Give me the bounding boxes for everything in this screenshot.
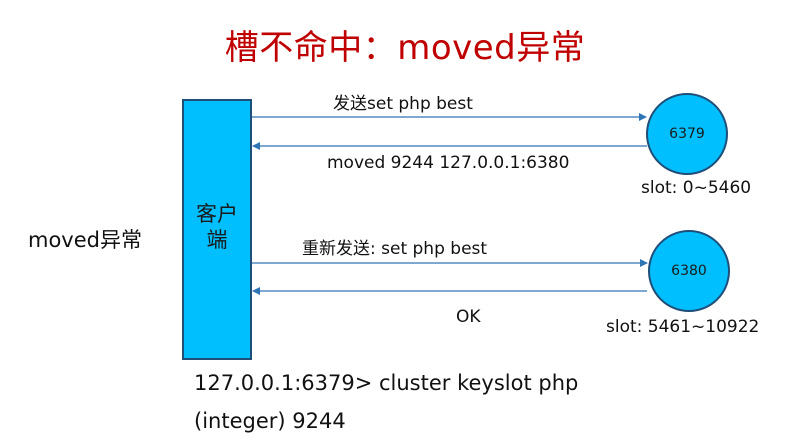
page-title: 槽不命中：moved异常 — [224, 28, 586, 68]
client-box: 客户端 — [182, 99, 252, 360]
node-port-label: 6380 — [671, 263, 707, 279]
node-6380-slot-range: slot: 5461~10922 — [606, 317, 760, 337]
message-moved: moved 9244 127.0.0.1:6380 — [327, 153, 570, 173]
node-6379-slot-range: slot: 0~5460 — [641, 178, 752, 198]
client-label: 客户端 — [196, 202, 238, 252]
message-send: 发送set php best — [333, 94, 473, 114]
message-ok: OK — [456, 307, 481, 327]
message-resend: 重新发送: set php best — [302, 239, 488, 259]
section-label: moved异常 — [28, 228, 142, 252]
command-result-line: (integer) 9244 — [194, 409, 346, 433]
node-port-label: 6379 — [669, 126, 705, 142]
node-6380: 6380 — [648, 230, 730, 312]
node-6379: 6379 — [646, 93, 728, 175]
command-prompt-line: 127.0.0.1:6379> cluster keyslot php — [194, 371, 579, 395]
